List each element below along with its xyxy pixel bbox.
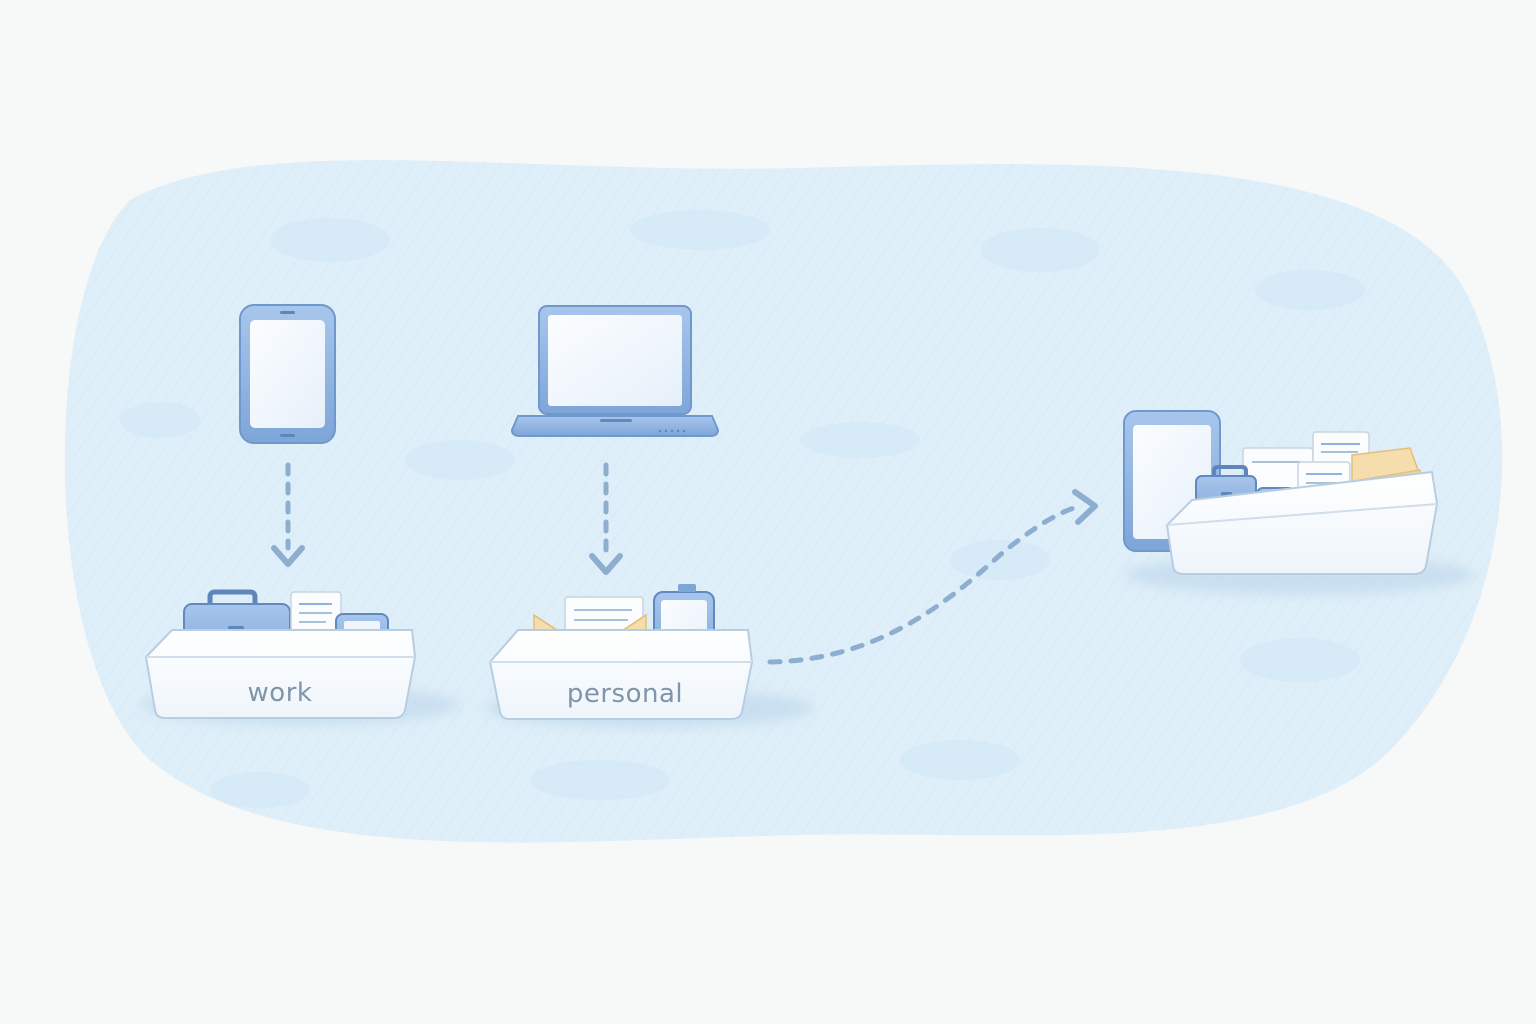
- arrow-down-personal: [589, 462, 623, 575]
- combined-tray: [1123, 410, 1475, 595]
- personal-tray-label: personal: [567, 679, 683, 709]
- cloud-hatch: [64, 160, 1503, 843]
- laptop-icon: [510, 305, 720, 437]
- cloud-background: [64, 160, 1503, 843]
- arrow-to-combined: [767, 489, 1098, 665]
- cloud-blotches: [120, 210, 1365, 808]
- arrow-down-work: [271, 462, 305, 567]
- personal-tray: personal: [485, 584, 815, 728]
- tablet-icon: [239, 304, 336, 444]
- work-tray-label: work: [248, 678, 313, 708]
- work-tray: work: [140, 589, 460, 725]
